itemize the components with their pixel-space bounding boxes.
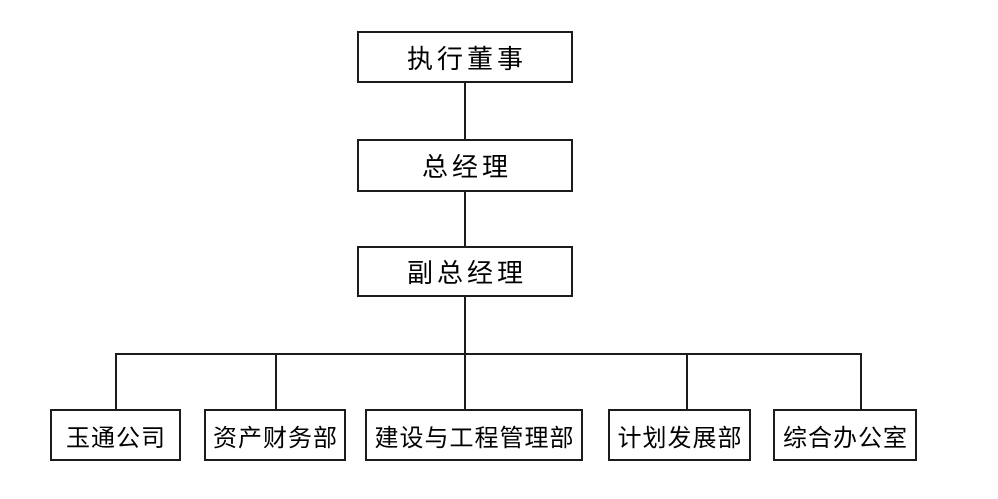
node-general-manager-label: 总经理 <box>421 153 512 183</box>
node-construction-engineering-dept: 建设与工程管理部 <box>365 409 583 461</box>
node-asset-finance-dept: 资产财务部 <box>204 409 346 461</box>
node-general-manager: 总经理 <box>357 139 573 192</box>
node-yutong-company-label: 玉通公司 <box>66 423 166 452</box>
node-yutong-company: 玉通公司 <box>50 409 181 461</box>
connector-drop-asset-finance-line <box>275 353 277 409</box>
node-executive-director: 执行董事 <box>357 31 573 83</box>
node-asset-finance-dept-label: 资产财务部 <box>213 423 338 452</box>
node-construction-engineering-dept-label: 建设与工程管理部 <box>374 423 575 452</box>
node-deputy-general-manager: 副总经理 <box>357 246 573 297</box>
connector-drop-yutong-line <box>115 353 117 409</box>
connector-exec-to-gm-line <box>464 83 466 139</box>
connector-gm-to-dgm-line <box>464 192 466 246</box>
connector-horizontal-bus-line <box>115 353 862 355</box>
node-planning-development-dept: 计划发展部 <box>608 409 751 461</box>
connector-drop-planning-line <box>686 353 688 409</box>
node-deputy-general-manager-label: 副总经理 <box>406 259 527 289</box>
node-executive-director-label: 执行董事 <box>406 44 527 75</box>
node-general-office: 综合办公室 <box>773 409 917 461</box>
node-general-office-label: 综合办公室 <box>783 423 908 452</box>
node-planning-development-dept-label: 计划发展部 <box>617 423 743 452</box>
connector-drop-general-office-line <box>860 353 862 409</box>
